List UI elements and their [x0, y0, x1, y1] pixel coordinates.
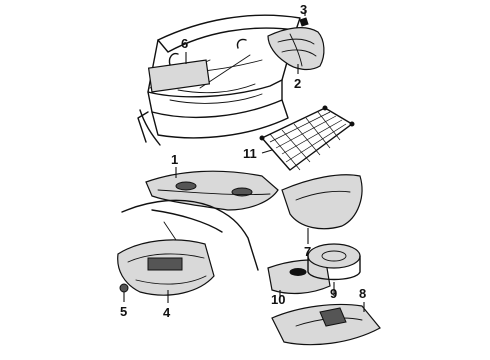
callout-6: 6 — [181, 36, 188, 51]
spare-tire-tray — [267, 259, 331, 299]
trunk-floor-mat — [281, 174, 363, 244]
trunk-side-mat — [271, 302, 381, 346]
package-shelf — [145, 167, 279, 211]
callout-7: 7 — [304, 244, 311, 259]
callout-3: 3 — [300, 2, 307, 17]
callout-10: 10 — [271, 292, 285, 307]
callout-2: 2 — [294, 76, 301, 91]
spare-tire — [307, 243, 361, 296]
cargo-net — [259, 105, 355, 171]
callout-11: 11 — [243, 146, 257, 161]
callout-9: 9 — [330, 286, 337, 301]
callout-5: 5 — [120, 304, 127, 319]
callout-labels: 1 2 3 4 5 6 7 8 9 10 11 — [120, 2, 366, 320]
clip-5 — [119, 283, 129, 302]
trunk-lid-trim — [147, 38, 247, 93]
callout-8: 8 — [359, 286, 366, 301]
rear-panel — [117, 239, 215, 303]
callout-4: 4 — [163, 305, 171, 320]
fastener-3 — [299, 10, 309, 27]
callout-1: 1 — [171, 152, 178, 167]
trunk-side-trim — [267, 27, 325, 74]
